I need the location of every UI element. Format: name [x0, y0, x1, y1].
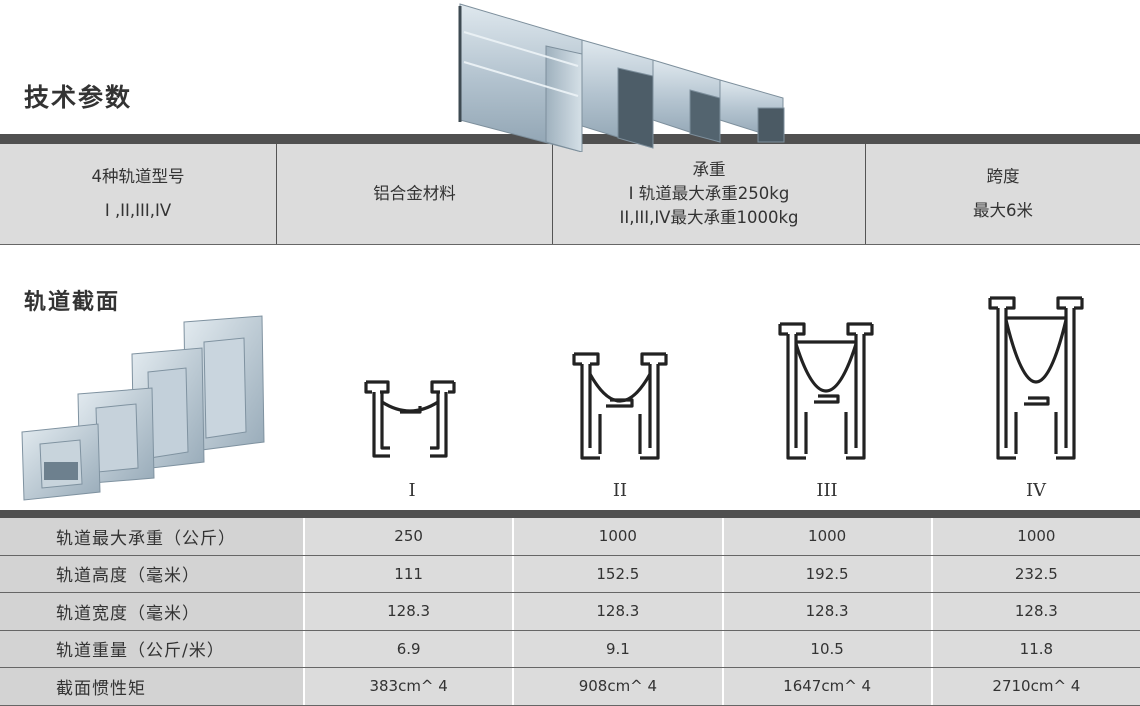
- cross-section-title: 轨道截面: [24, 290, 121, 315]
- spec-cell-load: 承重 I 轨道最大承重250kg II,III,IV最大承重1000kg: [553, 144, 866, 244]
- table-cell: 11.8: [932, 630, 1140, 667]
- table-cell: 6.9: [305, 630, 515, 667]
- spec-cell-span: 跨度 最大6米: [866, 144, 1140, 244]
- table-cell: 128.3: [723, 593, 933, 630]
- profile-ii-label: II: [612, 480, 628, 501]
- load-line-2: II,III,IV最大承重1000kg: [619, 208, 799, 227]
- rail-profiles-isometric-image: [21, 315, 265, 501]
- profile-ii-diagram: [572, 352, 668, 460]
- table-cell: 128.3: [305, 593, 515, 630]
- material-text: 铝合金材料: [373, 184, 456, 203]
- profile-iii-diagram: [778, 322, 874, 460]
- row-label: 轨道最大承重（公斤）: [0, 518, 305, 555]
- profile-i-diagram: [364, 380, 456, 458]
- tech-params-title: 技术参数: [24, 83, 133, 112]
- row-label: 轨道高度（毫米）: [0, 555, 305, 592]
- profile-i-label: I: [408, 480, 416, 501]
- row-label: 轨道宽度（毫米）: [0, 593, 305, 630]
- table-cell: 192.5: [723, 555, 933, 592]
- models-list: I ,II,III,IV: [104, 201, 172, 220]
- profile-iv-diagram: [988, 296, 1084, 460]
- table-cell: 1000: [514, 518, 724, 555]
- profile-iii-label: III: [816, 480, 838, 501]
- models-heading: 4种轨道型号: [91, 167, 185, 186]
- spec-table: 4种轨道型号 I ,II,III,IV 铝合金材料 承重 I 轨道最大承重250…: [0, 134, 1140, 245]
- table-cell: 9.1: [514, 630, 724, 667]
- table-cell: 1000: [723, 518, 933, 555]
- table-cell: 232.5: [932, 555, 1140, 592]
- table-cell: 128.3: [932, 593, 1140, 630]
- profile-iv-label: IV: [1025, 480, 1047, 501]
- table-cell: 1647cm^ 4: [723, 668, 933, 705]
- aluminum-rails-image: [458, 3, 785, 152]
- spec-cell-models: 4种轨道型号 I ,II,III,IV: [0, 144, 277, 244]
- row-label: 轨道重量（公斤/米）: [0, 630, 305, 667]
- table-cell: 1000: [932, 518, 1140, 555]
- spec-cell-material: 铝合金材料: [277, 144, 553, 244]
- table-cell: 152.5: [514, 555, 724, 592]
- load-heading: 承重: [692, 160, 726, 179]
- table-cell: 10.5: [723, 630, 933, 667]
- table-cell: 111: [305, 555, 515, 592]
- row-label: 截面惯性矩: [0, 668, 305, 705]
- table-cell: 2710cm^ 4: [932, 668, 1140, 705]
- span-heading: 跨度: [986, 167, 1020, 186]
- table-cell: 128.3: [514, 593, 724, 630]
- table-cell: 383cm^ 4: [305, 668, 515, 705]
- data-table-top-bar: [0, 510, 1140, 518]
- table-cell: 250: [305, 518, 515, 555]
- load-line-1: I 轨道最大承重250kg: [628, 184, 790, 203]
- table-cell: 908cm^ 4: [514, 668, 724, 705]
- span-value: 最大6米: [973, 201, 1033, 220]
